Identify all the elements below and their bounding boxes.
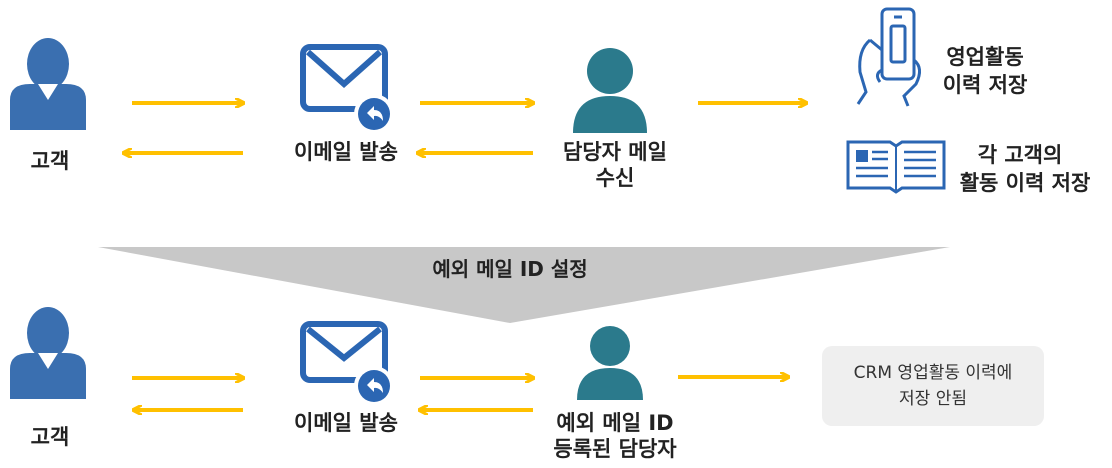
open-book-icon	[846, 140, 946, 194]
agent-icon-bottom	[577, 326, 643, 400]
log-label-line1: 영업활동	[946, 45, 1024, 69]
agent-label-line1: 담당자 메일	[563, 140, 667, 164]
email-reply-icon	[300, 44, 394, 134]
phone-in-hand-icon	[856, 7, 921, 107]
log-label-line2: 이력 저장	[942, 73, 1028, 97]
note-line2: 저장 안됨	[899, 389, 967, 409]
note-line1: CRM 영업활동 이력에	[853, 363, 1013, 383]
record-label-line2: 활동 이력 저장	[959, 171, 1091, 195]
email-label-bottom: 이메일 발송	[294, 411, 398, 435]
agent-label-line2: 수신	[595, 166, 635, 190]
record-label-line1: 각 고객의	[977, 143, 1063, 167]
email-reply-icon-bottom	[300, 321, 394, 406]
banner-shape	[98, 247, 950, 323]
banner-text: 예외 메일 ID 설정	[432, 257, 588, 281]
customer-label-bottom: 고객	[30, 425, 70, 449]
agent-icon	[573, 48, 647, 133]
crm-not-saved-note: CRM 영업활동 이력에 저장 안됨	[822, 346, 1044, 426]
agent-label-bottom-line1: 예외 메일 ID	[556, 411, 674, 435]
customer-label: 고객	[30, 149, 70, 173]
customer-icon-bottom	[10, 307, 86, 399]
email-label: 이메일 발송	[294, 140, 398, 164]
customer-icon	[10, 38, 86, 130]
agent-label-bottom-line2: 등록된 담당자	[553, 437, 677, 461]
